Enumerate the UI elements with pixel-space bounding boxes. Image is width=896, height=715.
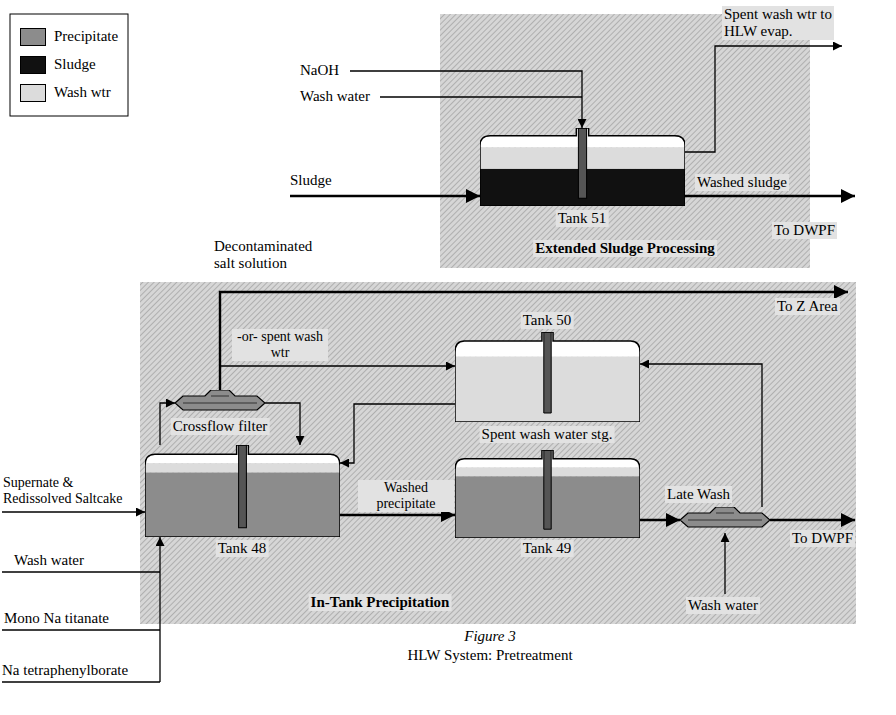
flow-label: To DWPF: [790, 530, 855, 547]
flow-label: Washed sludge: [695, 174, 789, 191]
flow-label: HLW System: Pretreatment: [380, 647, 600, 664]
tank-node: Tank 51: [480, 128, 685, 228]
edge-label: Washed precipitate: [358, 480, 454, 512]
process-region: Extended Sludge Processing Tank 51: [440, 14, 810, 268]
legend-text: Sludge: [54, 56, 96, 73]
filter-node: Late Wash: [665, 486, 770, 533]
flow-label: Wash water: [14, 552, 84, 569]
flow-connector: [340, 404, 455, 463]
flow-lines: [2, 46, 855, 682]
flow-label: Sludge: [290, 172, 332, 189]
edge-label: -or- spent wash wtr: [232, 329, 328, 361]
node-title: Tank 51: [556, 210, 609, 227]
flow-label: To DWPF: [772, 222, 837, 239]
flow-label: NaOH: [300, 62, 339, 79]
flow-connector: [640, 519, 680, 521]
tank-node: Tank 49: [455, 450, 640, 558]
flow-label: Spent wash wtr to HLW evap.: [722, 6, 834, 40]
node-title: Tank 50: [521, 312, 574, 329]
filter-symbol: [680, 507, 770, 533]
legend-box: [10, 14, 128, 116]
flow-connector: [640, 364, 762, 507]
node-title: Tank 49: [521, 540, 574, 557]
legend-text: Precipitate: [54, 28, 118, 45]
node-title: In-Tank Precipitation: [309, 594, 452, 611]
node-title: Extended Sludge Processing: [533, 240, 717, 257]
node-title: Late Wash: [665, 486, 732, 503]
legend-text: Wash wtr: [54, 84, 111, 101]
flow-connector: [220, 366, 455, 390]
region-shading: [440, 14, 810, 268]
flow-label: To Z Area: [775, 298, 840, 315]
flow-label: Supernate & Redissolved Saltcake: [3, 475, 143, 507]
tank-symbol: [145, 445, 340, 537]
tank-symbol: [480, 128, 685, 206]
flow-label: Wash water: [686, 597, 760, 614]
filter-node: Crossflow filter: [165, 390, 275, 436]
region-shading: [140, 282, 856, 624]
flow-connector: [265, 403, 300, 445]
flow-connector: [340, 514, 455, 516]
tank-node: Tank 50 Spent wash water stg.: [455, 312, 640, 448]
flow-label: Mono Na titanate: [4, 610, 109, 627]
flow-label: Na tetraphenylborate: [2, 662, 128, 679]
legend-swatch: [20, 84, 46, 102]
legend-swatch: [20, 28, 46, 46]
tank-symbol: [455, 450, 640, 538]
tank-symbol: [455, 332, 640, 422]
figure-caption: Figure 3: [380, 628, 600, 645]
tank-node: Tank 48: [145, 445, 340, 559]
flow-label: Wash water: [300, 88, 370, 105]
filter-symbol: [175, 390, 265, 416]
node-title: Crossflow filter: [171, 418, 270, 435]
node-title: Tank 48: [216, 540, 269, 557]
legend-swatch: [20, 56, 46, 74]
flow-label: Decontaminated salt solution: [214, 238, 336, 272]
node-body: Spent wash water stg.: [480, 426, 615, 443]
